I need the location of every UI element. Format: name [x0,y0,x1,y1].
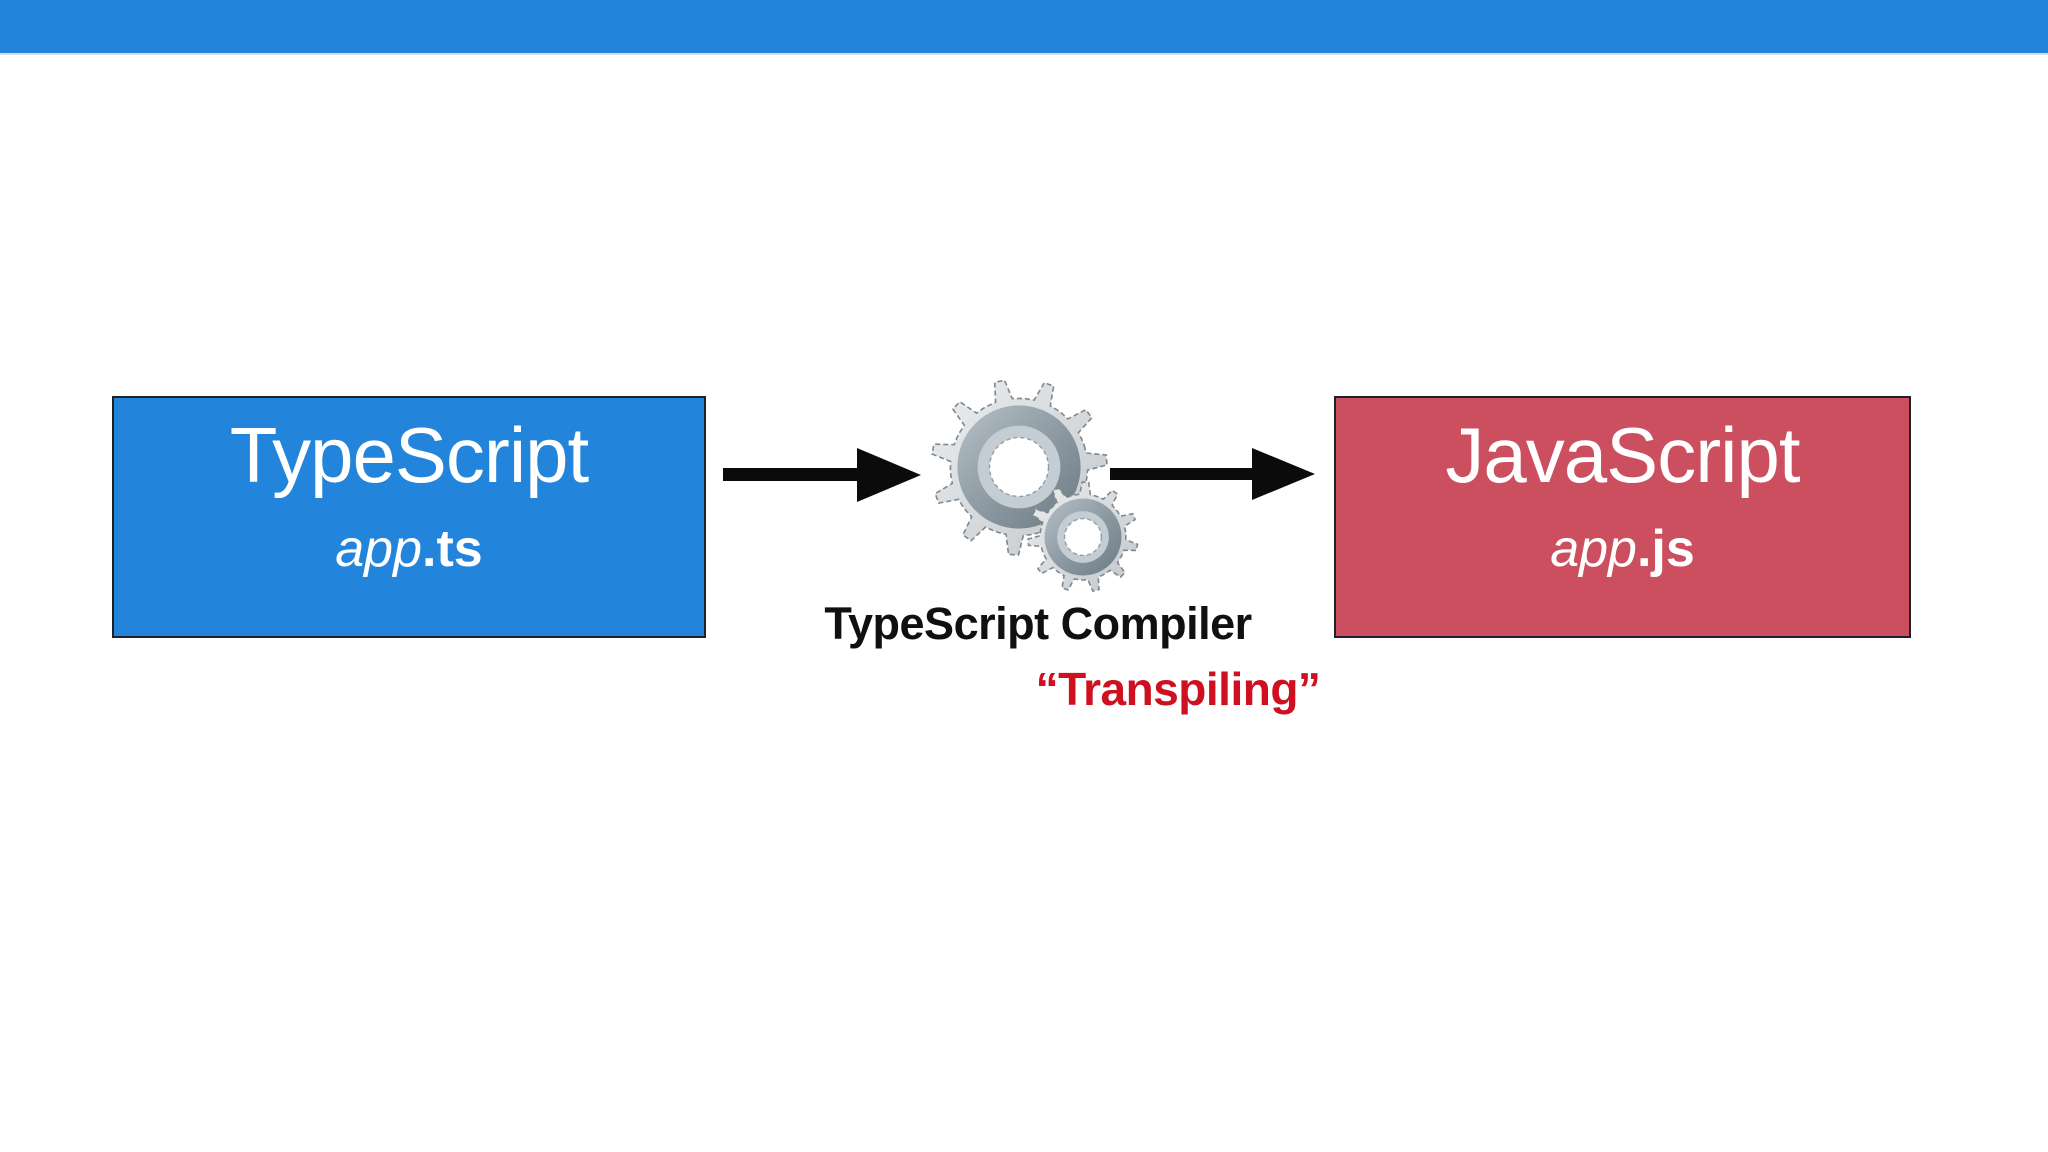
javascript-box: JavaScript app.js [1334,396,1911,638]
typescript-box-title: TypeScript [229,411,589,499]
typescript-filename-ext: .ts [422,520,483,579]
typescript-box: TypeScript app.ts [112,396,706,638]
javascript-filename-base: app [1550,520,1637,579]
gears-icon [931,379,1139,593]
javascript-filename-ext: .js [1636,520,1695,579]
javascript-box-title: JavaScript [1445,411,1800,499]
transpiling-label: “Transpiling” [1035,663,1321,715]
typescript-filename-base: app [335,520,423,579]
compiler-label: TypeScript Compiler [824,598,1252,649]
typescript-filename: app.ts [335,521,482,578]
javascript-filename: app.js [1550,521,1695,578]
top-banner [0,0,2048,55]
arrow-right-icon [723,448,921,502]
arrow-right-icon [1110,448,1315,500]
